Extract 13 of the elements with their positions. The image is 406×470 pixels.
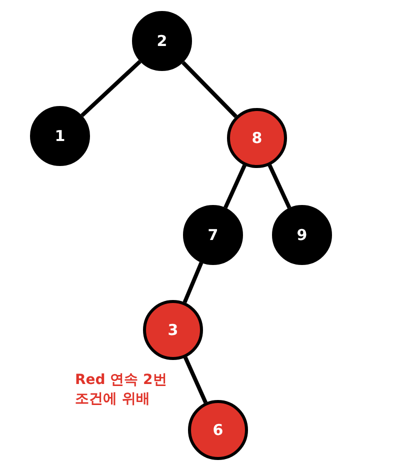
tree-edge bbox=[182, 61, 238, 118]
tree-edge bbox=[80, 60, 142, 118]
tree-node-circle: 3 bbox=[143, 300, 203, 360]
tree-edge bbox=[224, 164, 246, 208]
tree-node-circle: 6 bbox=[188, 400, 248, 460]
annotation-text: Red 연속 2번 조건에 위배 bbox=[75, 371, 168, 409]
tree-edge bbox=[268, 164, 292, 209]
tree-node-circle: 1 bbox=[30, 106, 90, 166]
tree-node-circle: 7 bbox=[183, 205, 243, 265]
tree-node-circle: 9 bbox=[272, 205, 332, 265]
tree-node-circle: 8 bbox=[227, 108, 287, 168]
tree-node-circle: 2 bbox=[132, 11, 192, 71]
tree-edge bbox=[183, 356, 208, 404]
